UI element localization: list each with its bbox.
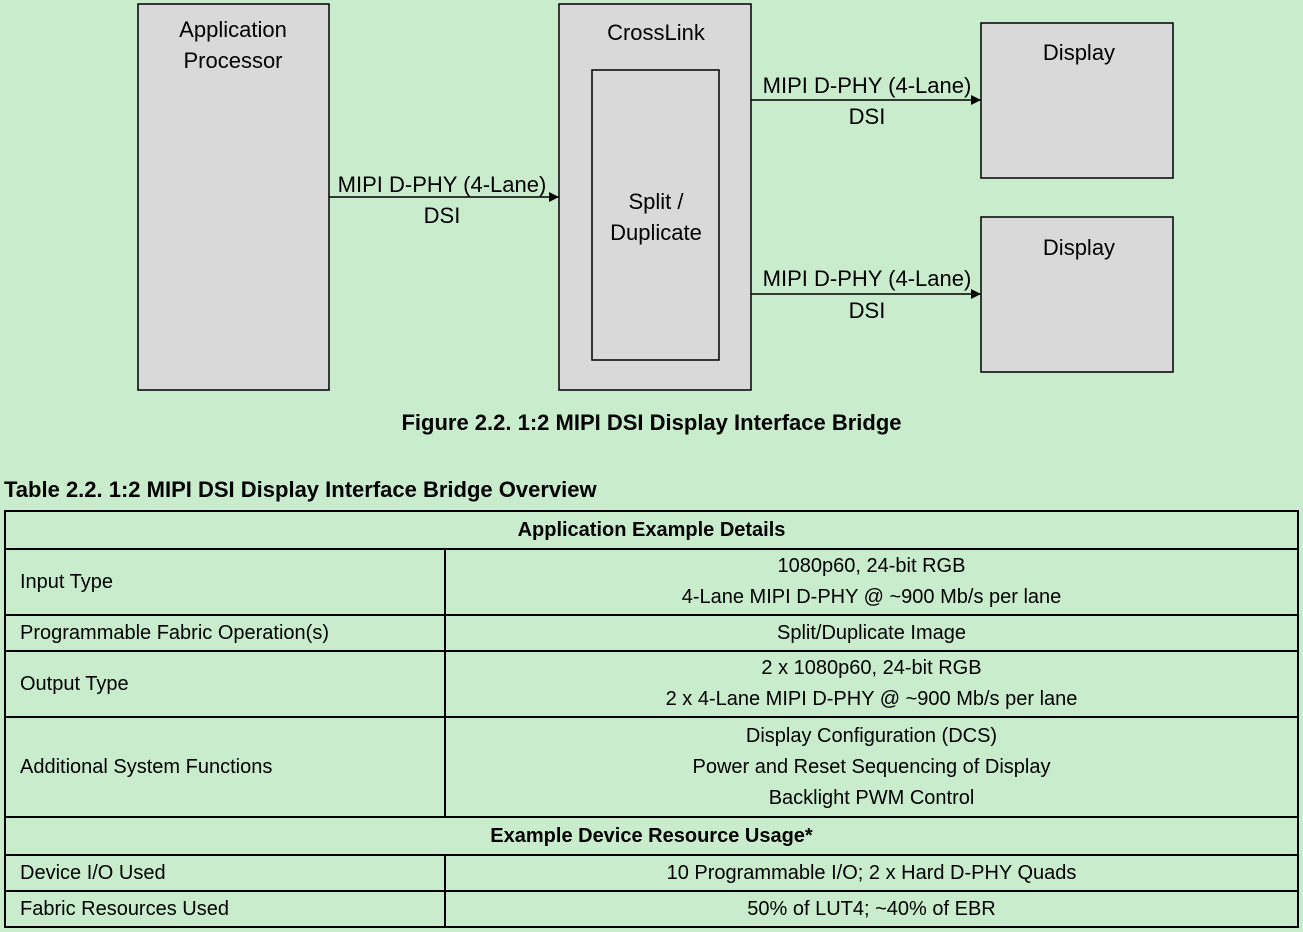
split-duplicate-label-line1: Split / <box>628 189 684 214</box>
section-header-application-details: Application Example Details <box>4 510 1299 550</box>
value-line: 2 x 1080p60, 24-bit RGB <box>761 657 982 679</box>
row-label-fabric-operations: Programmable Fabric Operation(s) <box>4 614 446 652</box>
output-bottom-link-label-line2: DSI <box>849 298 886 323</box>
value-line: 10 Programmable I/O; 2 x Hard D-PHY Quad… <box>666 861 1077 884</box>
display-bottom-label: Display <box>1043 235 1115 260</box>
table-row: Additional System Functions Display Conf… <box>4 716 1299 818</box>
output-top-link-label-line2: DSI <box>849 104 886 129</box>
display-bottom-block <box>980 216 1174 373</box>
table-row: Output Type 2 x 1080p60, 24-bit RGB 2 x … <box>4 650 1299 718</box>
output-bottom-link-label-line1: MIPI D-PHY (4-Lane) <box>763 266 972 291</box>
table-row: Programmable Fabric Operation(s) Split/D… <box>4 614 1299 652</box>
table-row: Fabric Resources Used 50% of LUT4; ~40% … <box>4 890 1299 928</box>
table-caption: Table 2.2. 1:2 MIPI DSI Display Interfac… <box>4 477 597 502</box>
value-line: Display Configuration (DCS) <box>745 724 998 747</box>
display-top-block <box>980 22 1174 179</box>
split-duplicate-block <box>591 69 720 361</box>
block-diagram: Application Processor CrossLink Split / … <box>137 3 1174 391</box>
crosslink-label: CrossLink <box>607 20 706 45</box>
figure-caption: Figure 2.2. 1:2 MIPI DSI Display Interfa… <box>401 410 902 435</box>
value-line: Backlight PWM Control <box>768 786 975 809</box>
row-label-additional-functions: Additional System Functions <box>4 716 446 818</box>
row-value-input-type: 1080p60, 24-bit RGB 4-Lane MIPI D-PHY @ … <box>444 548 1299 616</box>
value-line: 1080p60, 24-bit RGB <box>777 555 966 577</box>
row-value-fabric-operations: Split/Duplicate Image <box>444 614 1299 652</box>
application-processor-block <box>137 3 330 391</box>
row-label-device-io: Device I/O Used <box>4 854 446 892</box>
input-link-label-line2: DSI <box>424 203 461 228</box>
split-duplicate-label-line2: Duplicate <box>610 220 702 245</box>
row-value-device-io: 10 Programmable I/O; 2 x Hard D-PHY Quad… <box>444 854 1299 892</box>
row-label-fabric-resources: Fabric Resources Used <box>4 890 446 928</box>
value-line: Split/Duplicate Image <box>777 621 966 644</box>
application-processor-label-line2: Processor <box>183 48 282 73</box>
section-header-resource-usage: Example Device Resource Usage* <box>4 816 1299 856</box>
row-value-additional-functions: Display Configuration (DCS) Power and Re… <box>444 716 1299 818</box>
row-value-fabric-resources: 50% of LUT4; ~40% of EBR <box>444 890 1299 928</box>
row-label-output-type: Output Type <box>4 650 446 718</box>
value-line: Power and Reset Sequencing of Display <box>692 755 1051 778</box>
output-top-link-label-line1: MIPI D-PHY (4-Lane) <box>763 73 972 98</box>
value-line: 50% of LUT4; ~40% of EBR <box>747 897 996 920</box>
overview-table: Application Example Details Input Type 1… <box>4 510 1299 928</box>
row-label-input-type: Input Type <box>4 548 446 616</box>
application-processor-label-line1: Application <box>179 17 287 42</box>
table-row: Device I/O Used 10 Programmable I/O; 2 x… <box>4 854 1299 892</box>
table-row: Input Type 1080p60, 24-bit RGB 4-Lane MI… <box>4 548 1299 616</box>
input-link-label-line1: MIPI D-PHY (4-Lane) <box>338 172 547 197</box>
section-header-row: Application Example Details <box>4 510 1299 550</box>
value-line: 4-Lane MIPI D-PHY @ ~900 Mb/s per lane <box>681 586 1062 608</box>
value-line: 2 x 4-Lane MIPI D-PHY @ ~900 Mb/s per la… <box>665 688 1078 710</box>
row-value-output-type: 2 x 1080p60, 24-bit RGB 2 x 4-Lane MIPI … <box>444 650 1299 718</box>
display-top-label: Display <box>1043 40 1115 65</box>
section-header-row: Example Device Resource Usage* <box>4 816 1299 856</box>
